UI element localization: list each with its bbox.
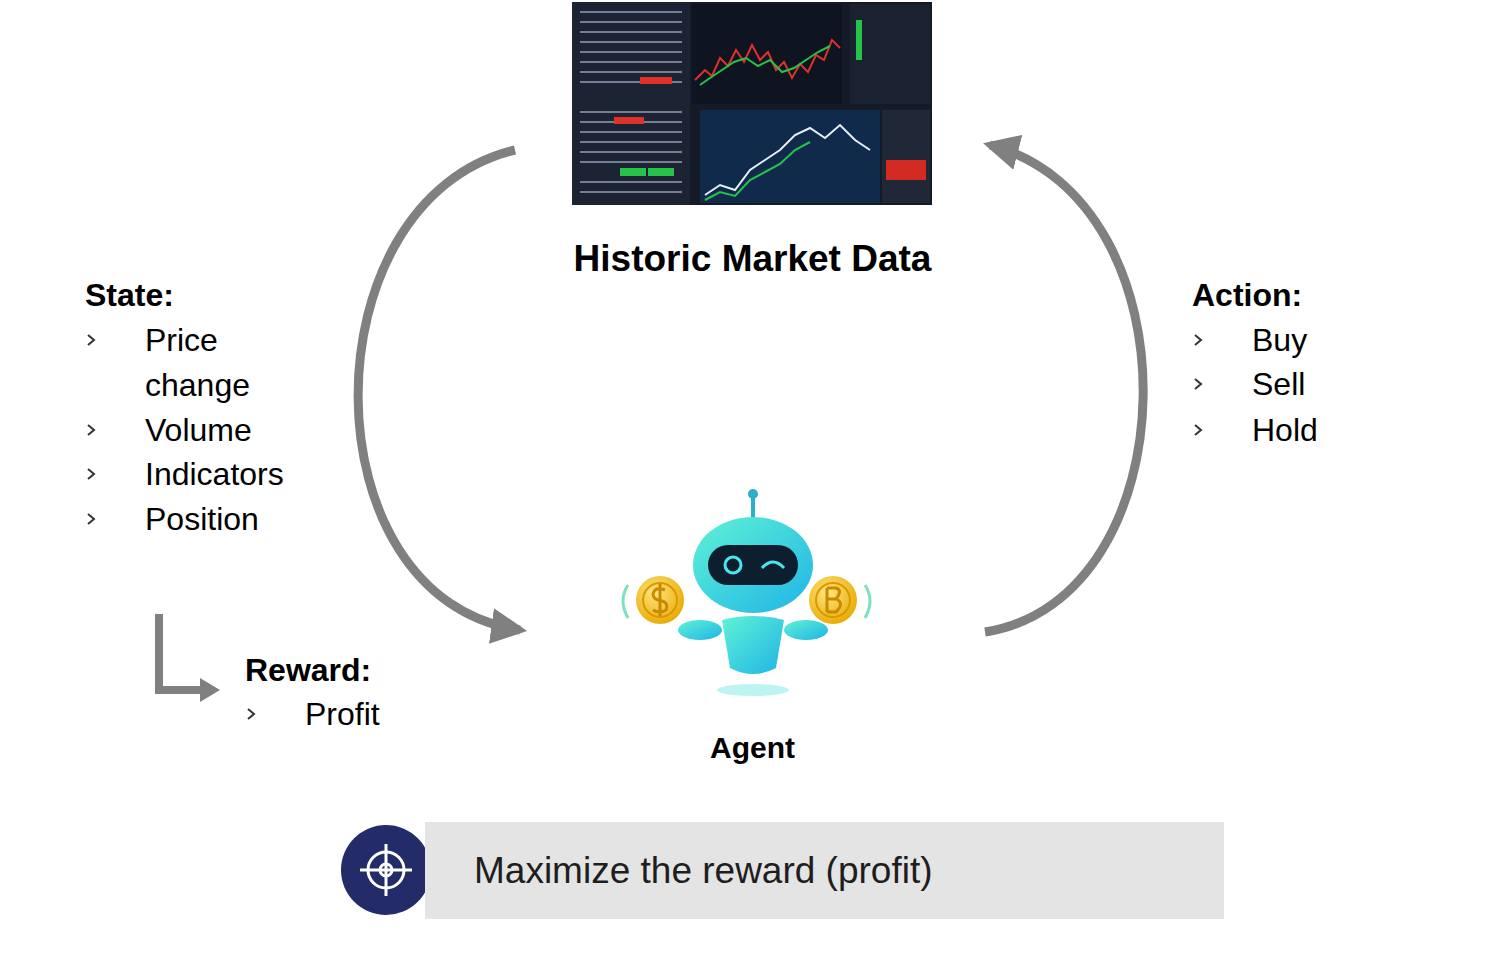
list-heading: Reward: [245,648,445,693]
data-source-node: Historic Market Data [515,0,990,282]
list-item: Price change [145,318,295,408]
bullet-chevrons [88,335,1201,719]
node-text: Historic Market Data [515,236,990,282]
node-text: Agent [520,729,985,767]
list-item: Sell [1252,362,1452,407]
state-reward-bracket [159,614,220,702]
robot-agent [623,489,870,696]
node-text: Maximize the reward (profit) [474,848,1224,894]
list-item: Buy [1252,318,1452,363]
cycle-arrow [985,145,1143,632]
list-heading: Action: [1192,273,1392,318]
list-item: Volume [145,408,345,453]
list-item: Profit [305,692,505,737]
list-heading: State: [85,273,285,318]
cycle-arrow [358,150,520,630]
list-item: Indicators [145,452,345,497]
target-icon [338,822,434,918]
list-item: Hold [1252,408,1452,453]
agent-node: Agent [520,485,985,767]
goal-band: Maximize the reward (profit) [425,822,1224,919]
list-item: Position [145,497,345,542]
market-screen-photo [572,2,932,205]
